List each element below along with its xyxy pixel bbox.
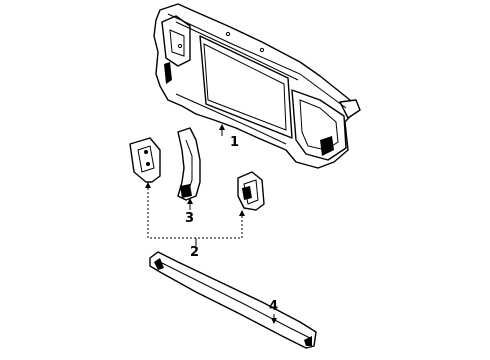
right-bracket [237, 171, 265, 211]
center-bracket [177, 127, 201, 201]
callout-1: 1 [230, 135, 239, 150]
leader-2-bracket [147, 184, 243, 239]
callout-3: 3 [185, 211, 194, 226]
callout-4: 4 [269, 299, 278, 314]
radiator-support [153, 3, 361, 169]
lower-valance [149, 251, 317, 349]
callout-2: 2 [190, 245, 199, 260]
left-bracket [129, 137, 161, 183]
